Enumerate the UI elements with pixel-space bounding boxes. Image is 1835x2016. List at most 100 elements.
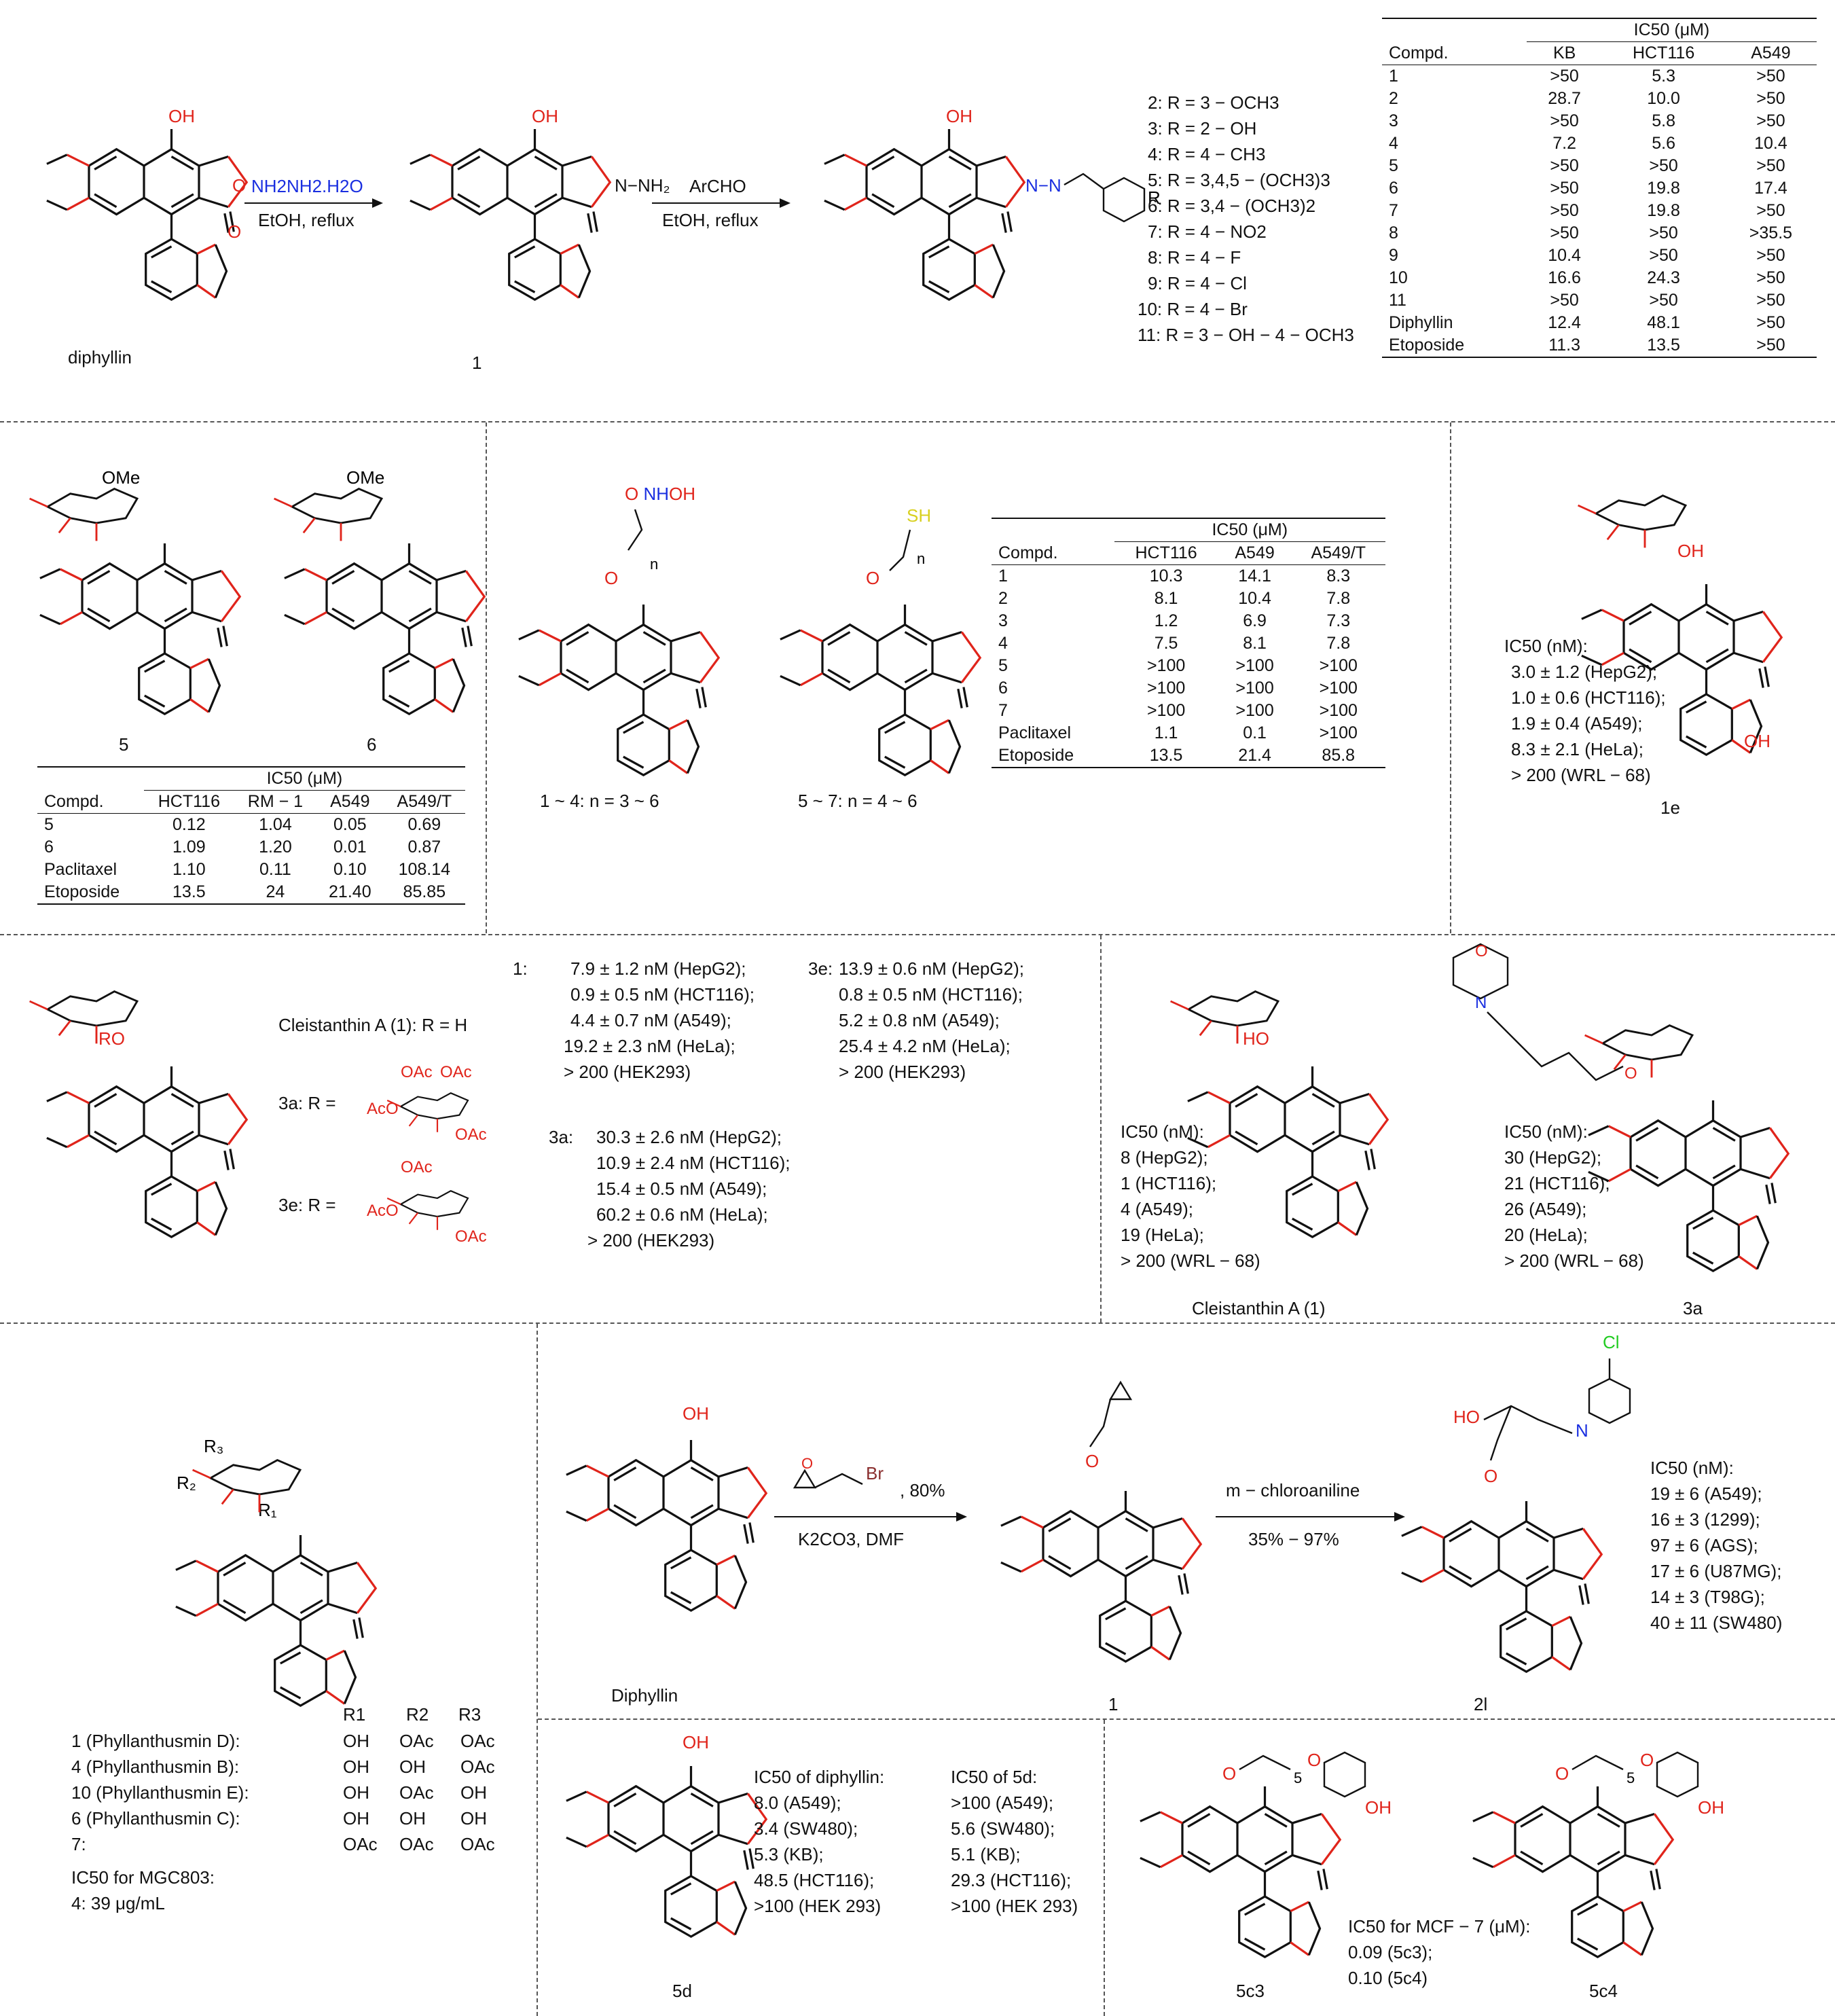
substituent-value: OH [399, 1757, 426, 1777]
ic50-value: 19 ± 6 (A549); [1650, 1483, 1762, 1504]
compound-name: 1 (Phyllanthusmin D): [71, 1731, 240, 1751]
table-cell: 14.1 [1238, 566, 1271, 586]
ic50-value: 3.0 ± 1.2 (HepG2); [1511, 662, 1658, 682]
ic50-value: 1 (HCT116); [1121, 1173, 1217, 1193]
table-cell: 108.14 [398, 860, 451, 879]
substituent-value: OAc [460, 1757, 495, 1777]
compound-5d-structure: OH [565, 1732, 767, 1938]
table-cell: >50 [1756, 268, 1785, 287]
substituent-value: OAc [399, 1834, 434, 1854]
divider [0, 421, 1835, 422]
compounds-1-4-label: 1 ~ 4: n = 3 ~ 6 [540, 791, 659, 811]
svg-text:O: O [232, 175, 246, 196]
svg-text:R₃: R₃ [204, 1436, 223, 1456]
table-cell: >50 [1550, 67, 1579, 86]
substituent-value: OAc [343, 1834, 378, 1854]
substituent-value: OH [343, 1782, 369, 1803]
substituent-value: OH [343, 1808, 369, 1829]
ic50-value: 4 (A549); [1121, 1199, 1193, 1219]
svg-text:OAc: OAc [440, 1063, 472, 1081]
svg-text:R₂: R₂ [177, 1473, 196, 1493]
ic50-value: 1.0 ± 0.6 (HCT116); [1511, 687, 1666, 708]
diphyllin-structure-2: OH [565, 1403, 767, 1612]
reagent-ethanol-1: EtOH, reflux [258, 210, 355, 230]
block-3a-value: 15.4 ± 0.5 nM (A549); [596, 1178, 767, 1199]
table-cell: 5 [44, 815, 54, 834]
table-cell: >50 [1756, 291, 1785, 310]
ic50-value: 97 ± 6 (AGS); [1650, 1535, 1758, 1555]
r-item: 3: R = 2 − OH [1148, 118, 1257, 139]
table-cell: 0.05 [333, 815, 367, 834]
table-cell: >100 [1319, 679, 1358, 698]
table-cell: 1 [998, 566, 1008, 586]
svg-text:OH: OH [946, 106, 973, 126]
table-cell: >50 [1550, 291, 1579, 310]
5d-ic50-header: IC50 of 5d: [951, 1767, 1038, 1787]
table-cell: >100 [1235, 656, 1274, 675]
divider [486, 422, 487, 933]
table-cell: 28.7 [1548, 89, 1581, 108]
table-cell: 7.2 [1552, 134, 1576, 153]
table-cell: 13.5 [1149, 746, 1183, 765]
substituent-value: OH [460, 1808, 487, 1829]
table-cell: >100 [1146, 656, 1186, 675]
5d-ic50-value: >100 (HEK 293) [951, 1896, 1078, 1916]
compound-3a-structure: O N O [1452, 942, 1789, 1272]
compound-1-label: 1 [472, 353, 482, 373]
svg-text:OH: OH [683, 1403, 709, 1424]
compounds-5-7-label: 5 ~ 7: n = 4 ~ 6 [798, 791, 917, 811]
r-item: 8: R = 4 − F [1148, 247, 1241, 268]
table-row: 6>100>100>100 [992, 677, 1385, 700]
svg-text:OMe: OMe [102, 467, 140, 488]
svg-text:OAc: OAc [401, 1158, 433, 1176]
divider [1104, 1720, 1105, 2016]
table-cell: 19.8 [1647, 201, 1680, 220]
ic50-value: 16 ± 3 (1299); [1650, 1509, 1760, 1530]
ic50-value: 20 (HeLa); [1504, 1225, 1588, 1245]
reaction-arrow-2 [652, 198, 791, 208]
svg-text:R: R [1148, 187, 1161, 208]
compound-name: 7: [71, 1834, 86, 1854]
svg-text:O: O [1484, 1466, 1497, 1486]
table-cell: 8.1 [1154, 589, 1178, 608]
compound-5d-label: 5d [672, 1981, 692, 2001]
table-cell: 1.2 [1154, 611, 1178, 630]
divider [0, 1322, 1835, 1324]
svg-text:SH: SH [907, 505, 931, 526]
compound-5-structure: OMe [29, 467, 241, 715]
table-cell: >50 [1756, 156, 1785, 175]
cleistanthin-structure: RO [29, 990, 248, 1238]
diphyllin-ic50-value: 3.4 (SW480); [754, 1818, 858, 1839]
compound-name: 6 (Phyllanthusmin C): [71, 1808, 240, 1829]
svg-text:O: O [1640, 1750, 1654, 1770]
table-cell: >100 [1319, 701, 1358, 720]
svg-text:N−NH₂: N−NH₂ [615, 175, 670, 196]
table-cell: 13.5 [1647, 336, 1680, 355]
table-cell: >50 [1649, 223, 1678, 242]
block-3a-value: 30.3 ± 2.6 nM (HepG2); [596, 1127, 782, 1147]
compound-name: 10 (Phyllanthusmin E): [71, 1782, 249, 1803]
block-1-value: > 200 (HEK293) [564, 1062, 691, 1082]
bromine-label: Br [866, 1463, 884, 1483]
table-cell: 6.9 [1243, 611, 1267, 630]
table-cell: 1.1 [1154, 723, 1178, 742]
block-3a-value: 10.9 ± 2.4 nM (HCT116); [596, 1153, 791, 1173]
table-cell: >100 [1235, 679, 1274, 698]
svg-text:OAc: OAc [401, 1063, 433, 1081]
ic50-value: 1.9 ± 0.4 (A549); [1511, 713, 1643, 734]
svg-text:AcO: AcO [367, 1100, 399, 1118]
table-row: 5>50>50>50 [1382, 155, 1817, 177]
epibromohydrin-structure: O Br [793, 1455, 884, 1489]
col-header: A549/T [397, 792, 452, 811]
substituent-value: OH [343, 1731, 369, 1751]
compound-6-label: 6 [367, 734, 377, 755]
table-cell: 7.8 [1326, 589, 1351, 608]
r-item: 2: R = 3 − OCH3 [1148, 92, 1279, 113]
table-group-header: IC50 (μM) [1526, 18, 1817, 42]
table-cell: 7 [998, 701, 1008, 720]
